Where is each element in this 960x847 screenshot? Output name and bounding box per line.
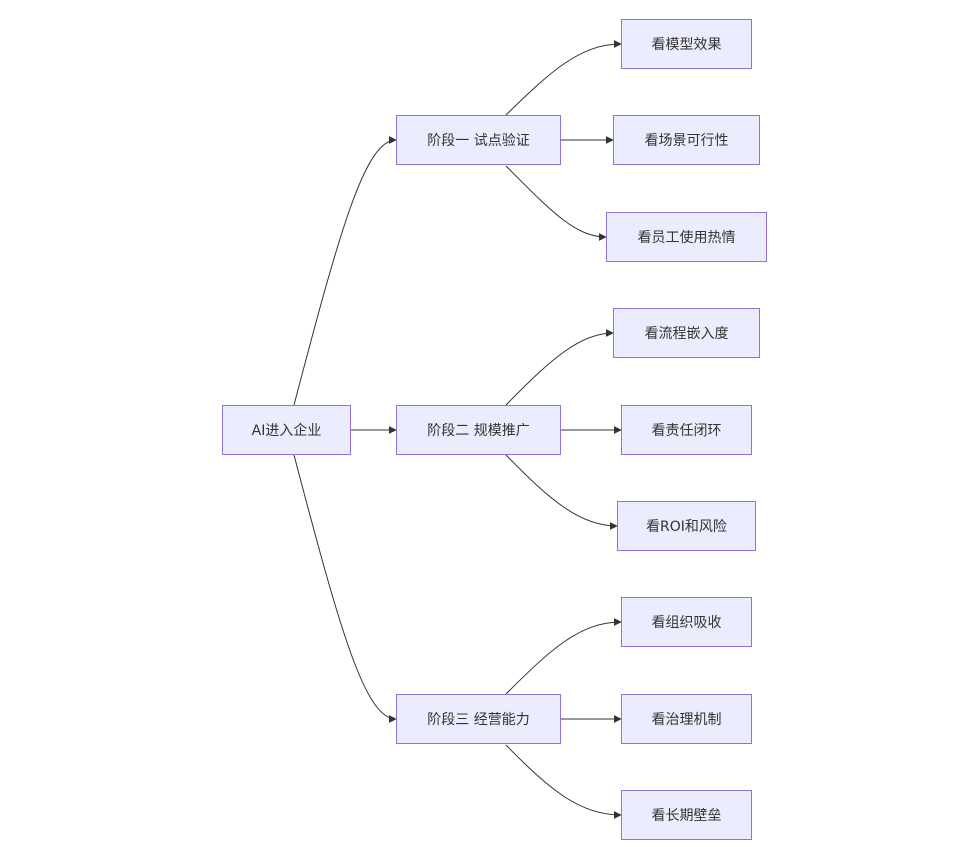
edge-stage3-child1	[505, 618, 622, 695]
node-root[interactable]: AI进入企业	[222, 405, 351, 455]
node-stage-3[interactable]: 阶段三 经营能力	[396, 694, 561, 744]
node-stage3-long-term-moat[interactable]: 看长期壁垒	[621, 790, 752, 840]
edge-stage2-child3	[505, 454, 618, 530]
edge-root-stage3	[293, 454, 397, 723]
node-stage-2[interactable]: 阶段二 规模推广	[396, 405, 561, 455]
node-stage-1[interactable]: 阶段一 试点验证	[396, 115, 561, 165]
node-stage1-employee-enthusiasm[interactable]: 看员工使用热情	[606, 212, 767, 262]
node-stage2-responsibility-loop[interactable]: 看责任闭环	[621, 405, 752, 455]
edge-stage1-child3	[505, 165, 607, 241]
node-stage1-model-effect[interactable]: 看模型效果	[621, 19, 752, 69]
edge-stage2-child1	[505, 329, 614, 406]
edge-stage3-child3	[505, 744, 622, 819]
node-stage3-org-absorption[interactable]: 看组织吸收	[621, 597, 752, 647]
node-stage1-scenario-feasibility[interactable]: 看场景可行性	[613, 115, 760, 165]
node-stage2-roi-risk[interactable]: 看ROI和风险	[617, 501, 756, 551]
edge-stage1-child1	[505, 40, 622, 116]
node-stage2-process-embedding[interactable]: 看流程嵌入度	[613, 308, 760, 358]
edge-root-stage1	[293, 136, 397, 406]
node-stage3-governance[interactable]: 看治理机制	[621, 694, 752, 744]
